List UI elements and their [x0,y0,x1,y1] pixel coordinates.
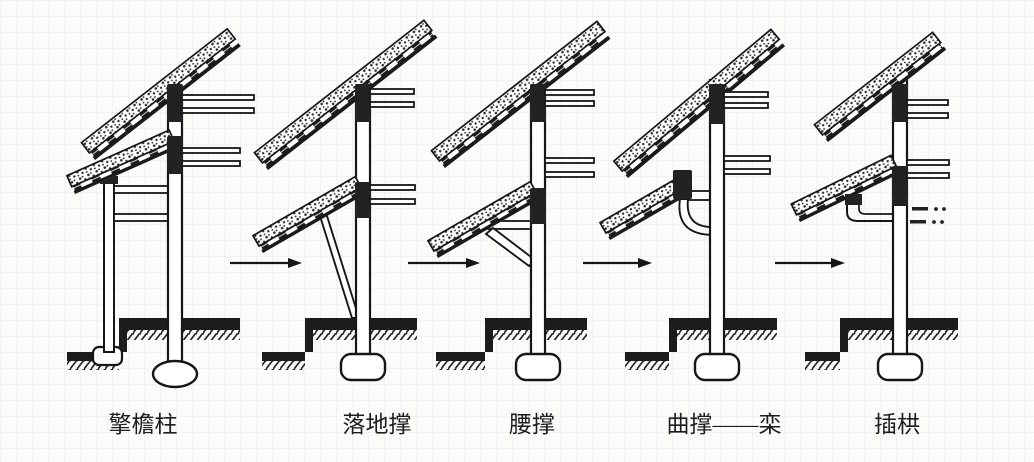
eave-purlin-band [790,154,900,222]
eave-purlin-joint [673,170,692,199]
eave-column-cap [100,176,118,184]
horizontal-beams [906,99,950,179]
column-base-stone [693,352,741,382]
waist-brace [484,226,537,268]
main-column [891,78,909,366]
column-base-stone [339,352,387,382]
arrow-icon [775,258,845,268]
upper-purlin-joint [892,84,908,122]
horizontal-beams [544,89,595,178]
horizontal-beams [369,88,416,205]
upper-roof-band [612,28,786,178]
upper-roof-band [813,31,947,142]
upper-purlin-joint [167,84,183,122]
eave-purlin-band [598,175,690,240]
column-base-stone [876,352,924,382]
platform-ground [436,318,587,370]
eave-purlin-band [65,129,178,194]
stage-drawing-yaocheng [426,20,611,382]
horizontal-beams [181,94,255,167]
tie-beams [113,185,169,222]
platform-ground [262,318,417,370]
stage-label-qucheng-luan: 曲撑——栾 [666,412,782,437]
eave-purlin-joint [355,182,371,218]
curved-brace [678,198,713,236]
upper-roof-band [80,27,241,160]
insert-bracket [845,194,893,222]
stage-label-chagong: 插栱 [874,412,920,437]
arrow-icon [230,258,302,268]
platform-ground [625,318,777,370]
stage-drawing-qucheng-luan [598,28,786,382]
eave-purlin-joint [167,136,183,174]
stage-drawing-luodicheng [251,19,438,382]
upper-roof-band [253,19,438,170]
column-base-stone [151,359,199,389]
main-column [166,78,184,366]
horizontal-beams [723,91,771,175]
ground-brace [318,215,361,319]
upper-purlin-joint [530,84,546,122]
continuation-dashes [910,207,946,224]
eave-column [100,176,118,353]
stage-label-yaocheng: 腰撑 [509,412,555,437]
column-base-stone [514,352,562,382]
eave-purlin-band [426,180,541,258]
eave-purlin-joint [530,188,546,224]
upper-roof-band [430,20,611,168]
eave-purlin-band [251,175,366,253]
eave-purlin-joint [892,166,908,206]
stage-label-luodicheng: 落地撑 [342,412,412,437]
upper-purlin-joint [355,84,371,122]
arrow-icon [583,258,652,268]
arrow-icon [408,258,480,268]
stage-label-qingyanzhu: 擎檐柱 [108,412,178,437]
stage-drawing-chagong [790,31,958,382]
main-column [354,78,372,366]
upper-purlin-joint [709,84,725,124]
stage-drawing-qingyanzhu [65,27,255,389]
